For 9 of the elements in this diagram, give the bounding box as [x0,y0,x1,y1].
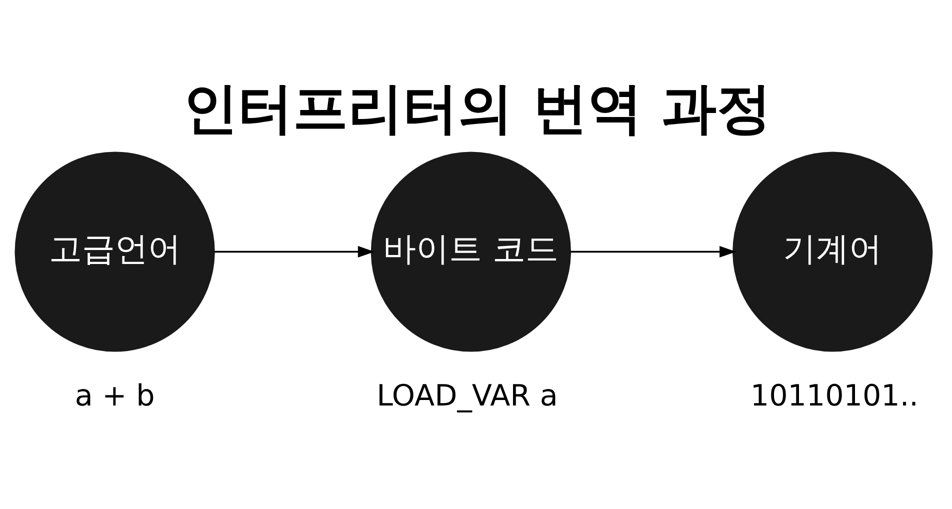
node-circle: 고급언어 [14,152,215,352]
node-circle: 기계어 [732,152,933,352]
node-label: a + b [74,378,155,413]
node-label: LOAD_VAR a [376,378,558,413]
arrow [214,246,374,258]
diagram-title: 인터프리터의 번역 과정 [183,76,772,140]
arrow [570,246,736,258]
node-label: 10110101.. [750,378,918,413]
node-circle: 바이트 코드 [370,152,571,352]
